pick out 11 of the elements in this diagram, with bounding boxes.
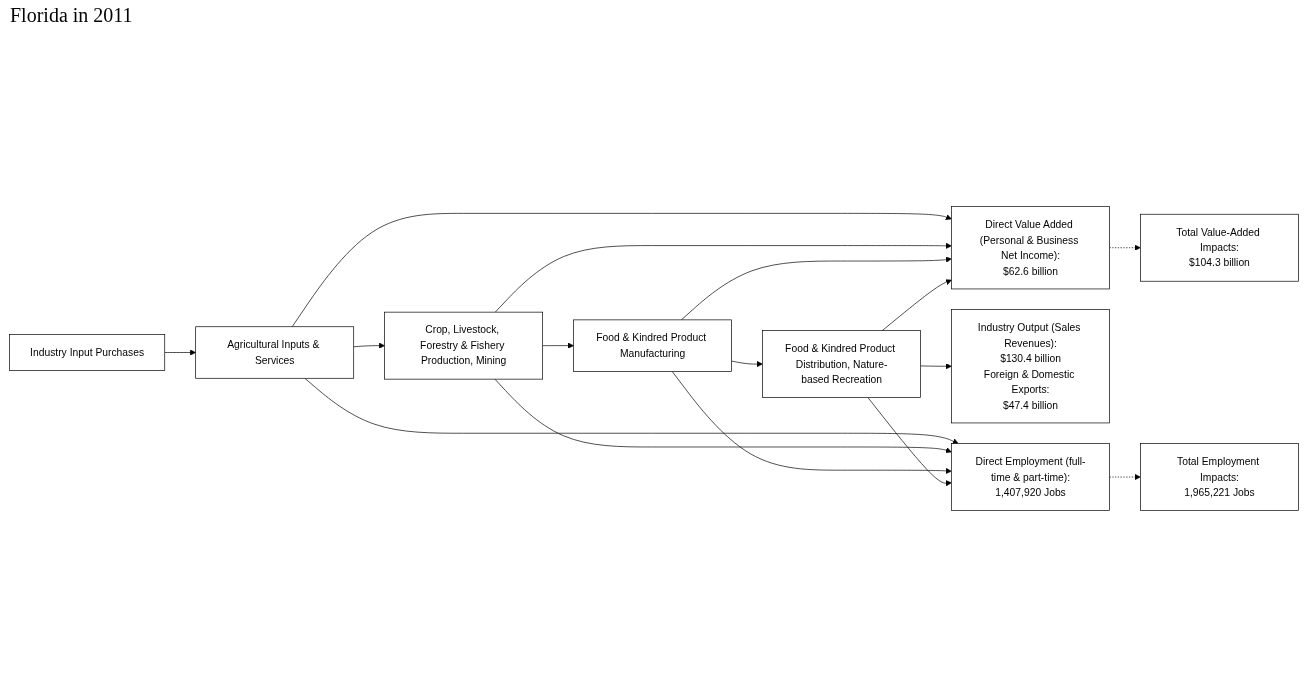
node-box: Direct Value Added (Personal & Business Net Income): $62.6 billion bbox=[951, 206, 1110, 290]
node-box: Direct Employment (full-time & part-time): 1,407,920 Jobs bbox=[951, 443, 1110, 512]
node-box: Industry Input Purchases bbox=[9, 334, 166, 372]
node-box: Crop, Livestock, Forestry & Fishery Production, Mining bbox=[384, 312, 543, 380]
node-box: Total Employment Impacts: 1,965,221 Jobs bbox=[1140, 443, 1299, 512]
node-box: Food & Kindred Product Distribution, Nature-based Recreation bbox=[762, 330, 921, 399]
node-box: Agricultural Inputs & Services bbox=[195, 326, 355, 380]
node-box: Food & Kindred Product Manufacturing bbox=[573, 320, 732, 373]
diagram-title: Florida in 2011 bbox=[9, 3, 134, 28]
node-box: Industry Output (Sales Revenues): $130.4 billion Foreign & Domestic Exports: $47.4 billion bbox=[951, 309, 1110, 424]
node-box: Total Value-Added Impacts: $104.3 billion bbox=[1140, 214, 1299, 283]
